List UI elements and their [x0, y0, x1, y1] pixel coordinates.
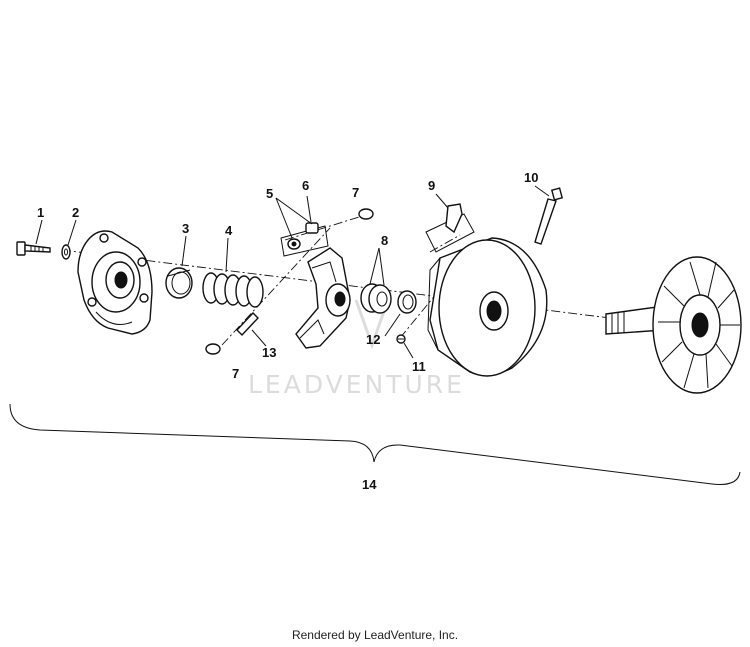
watermark-text: LEADVENTURE — [248, 370, 465, 399]
part-bushings — [360, 283, 392, 314]
watermark: LEADVENTURE — [248, 299, 465, 399]
callout-11: 11 — [412, 359, 426, 374]
part-spider — [295, 247, 351, 349]
callout-7-upper: 7 — [352, 185, 359, 200]
part-drum — [427, 237, 548, 377]
callout-12: 12 — [366, 332, 380, 347]
callout-3: 3 — [182, 221, 189, 236]
part-screw — [396, 334, 406, 344]
part-pin — [236, 311, 259, 337]
callout-6: 6 — [302, 178, 309, 193]
part-spring — [202, 272, 264, 308]
part-nut-and-washer — [280, 222, 329, 257]
callout-7-lower: 7 — [232, 366, 239, 381]
footer-credit: Rendered by LeadVenture, Inc. — [291, 628, 459, 642]
part-ring — [165, 267, 193, 299]
part-sleeve — [397, 290, 417, 314]
leader-lines — [35, 185, 550, 359]
callout-10: 10 — [524, 170, 538, 185]
part-long-bolt — [534, 187, 564, 245]
part-end-cover — [77, 230, 153, 335]
part-fan-shaft — [605, 256, 742, 394]
callout-2: 2 — [72, 205, 79, 220]
callout-4: 4 — [225, 223, 233, 238]
callout-14: 14 — [362, 477, 377, 492]
assembly-bracket — [9, 403, 741, 485]
callout-8: 8 — [381, 233, 388, 248]
callout-1: 1 — [37, 205, 44, 220]
callout-13: 13 — [262, 345, 276, 360]
part-washer — [61, 244, 71, 260]
callout-9: 9 — [428, 178, 435, 193]
callout-5: 5 — [266, 186, 273, 201]
part-weight-arm — [425, 203, 475, 253]
callout-labels: 1 2 3 4 5 6 7 8 9 10 11 12 13 7 14 — [37, 170, 538, 492]
part-roller-lower — [205, 343, 221, 355]
part-bolt — [16, 241, 51, 256]
part-roller-upper — [358, 208, 374, 220]
